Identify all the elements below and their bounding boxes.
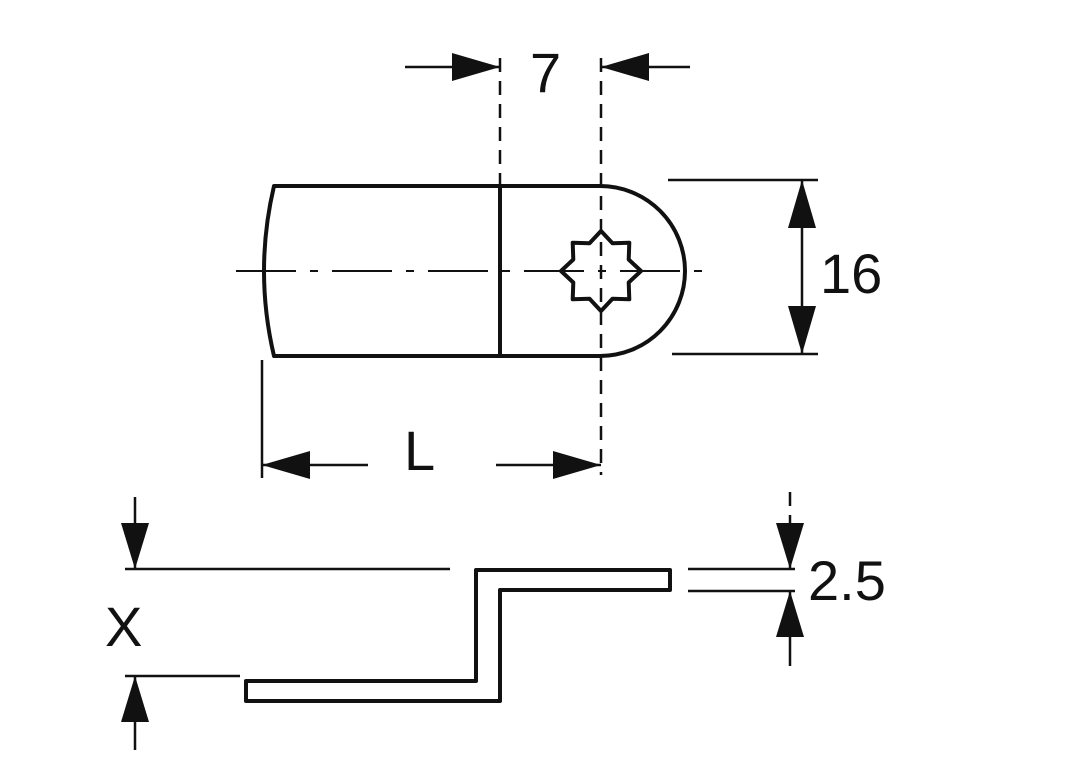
- dim-16-label: 16: [820, 242, 882, 305]
- dim-2-5-label: 2.5: [808, 549, 886, 612]
- cam-outline: [262, 184, 687, 358]
- cam-top-view: [236, 58, 705, 475]
- dimension-X: X: [105, 497, 149, 750]
- dim-L-label: L: [404, 419, 435, 482]
- dimension-L: L: [260, 360, 601, 482]
- cam-side-profile: [244, 568, 672, 703]
- dim-X-label: X: [105, 595, 142, 658]
- dimension-16: 16: [668, 178, 882, 356]
- dim-7-label: 7: [530, 41, 561, 104]
- cam-side-view: [125, 567, 795, 703]
- dimension-7: 7: [405, 41, 690, 104]
- dimension-2-5: 2.5: [776, 492, 886, 666]
